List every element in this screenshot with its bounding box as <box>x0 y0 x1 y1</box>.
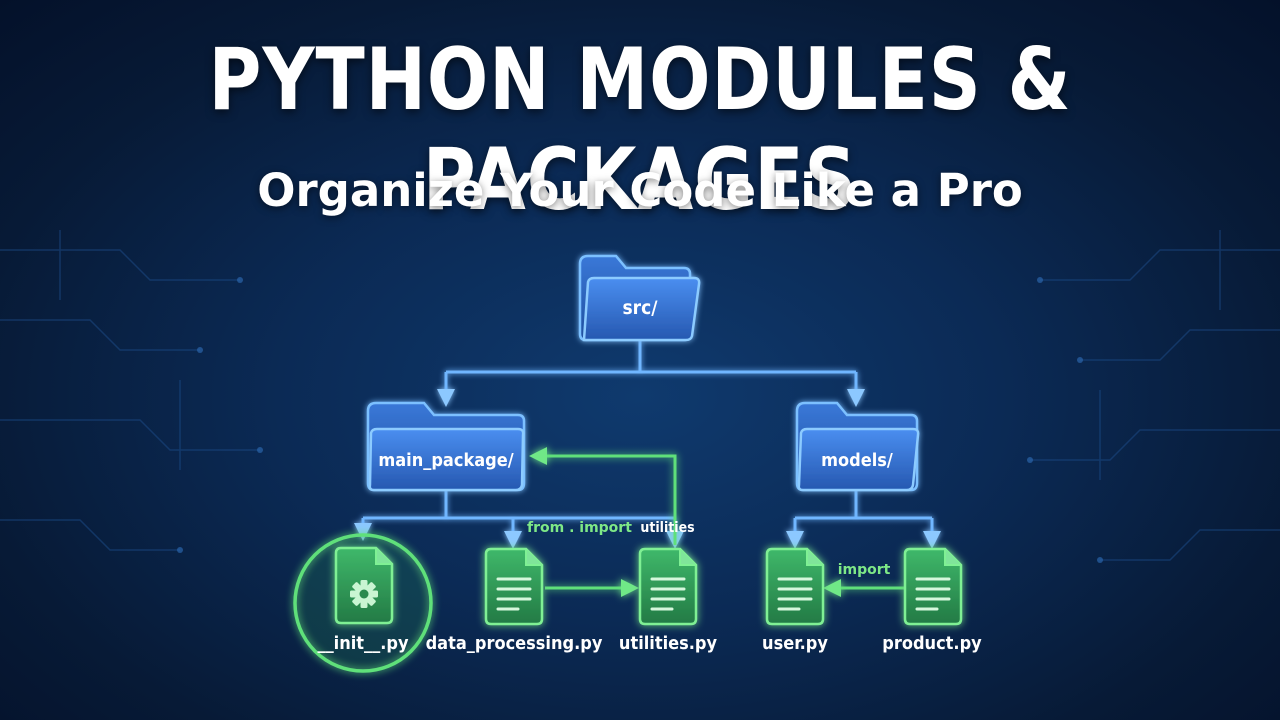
circuit-background <box>0 230 1280 561</box>
page-subtitle: Organize Your Code Like a Pro <box>257 164 1023 217</box>
folder-models: models/ <box>795 401 920 492</box>
import-annotation: import <box>838 562 891 578</box>
from-import-annotation: from . import utilities <box>527 520 695 536</box>
gear-icon <box>350 580 378 608</box>
folder-icon <box>795 401 920 492</box>
file-data-processing: data_processing.py <box>426 547 603 654</box>
page-title: PYTHON MODULES & PACKAGES <box>208 30 1072 230</box>
folder-icon <box>578 254 701 342</box>
file-init-label: __init__.py <box>317 633 408 654</box>
file-icon <box>765 547 825 626</box>
file-icon <box>903 547 963 626</box>
folder-main-package-label: main_package/ <box>378 450 513 471</box>
file-init: __init__.py <box>293 533 433 673</box>
folder-models-label: models/ <box>821 450 893 471</box>
file-product-label: product.py <box>882 633 982 654</box>
file-user: user.py <box>762 547 828 654</box>
file-icon <box>638 547 698 626</box>
import-connectors <box>529 447 905 597</box>
file-icon <box>484 547 544 626</box>
folder-main-package: main_package/ <box>366 401 526 492</box>
circuit-nodes <box>177 277 1103 563</box>
folder-icon <box>366 401 526 492</box>
folder-src: src/ <box>578 254 701 342</box>
tree-connectors <box>354 340 941 549</box>
file-product: product.py <box>882 547 982 654</box>
folder-src-label: src/ <box>623 297 659 319</box>
file-user-label: user.py <box>762 633 828 654</box>
file-data-processing-label: data_processing.py <box>426 633 603 654</box>
import-arrow-utilities-to-package <box>529 447 677 545</box>
file-utilities: utilities.py <box>619 547 718 654</box>
file-utilities-label: utilities.py <box>619 633 718 654</box>
